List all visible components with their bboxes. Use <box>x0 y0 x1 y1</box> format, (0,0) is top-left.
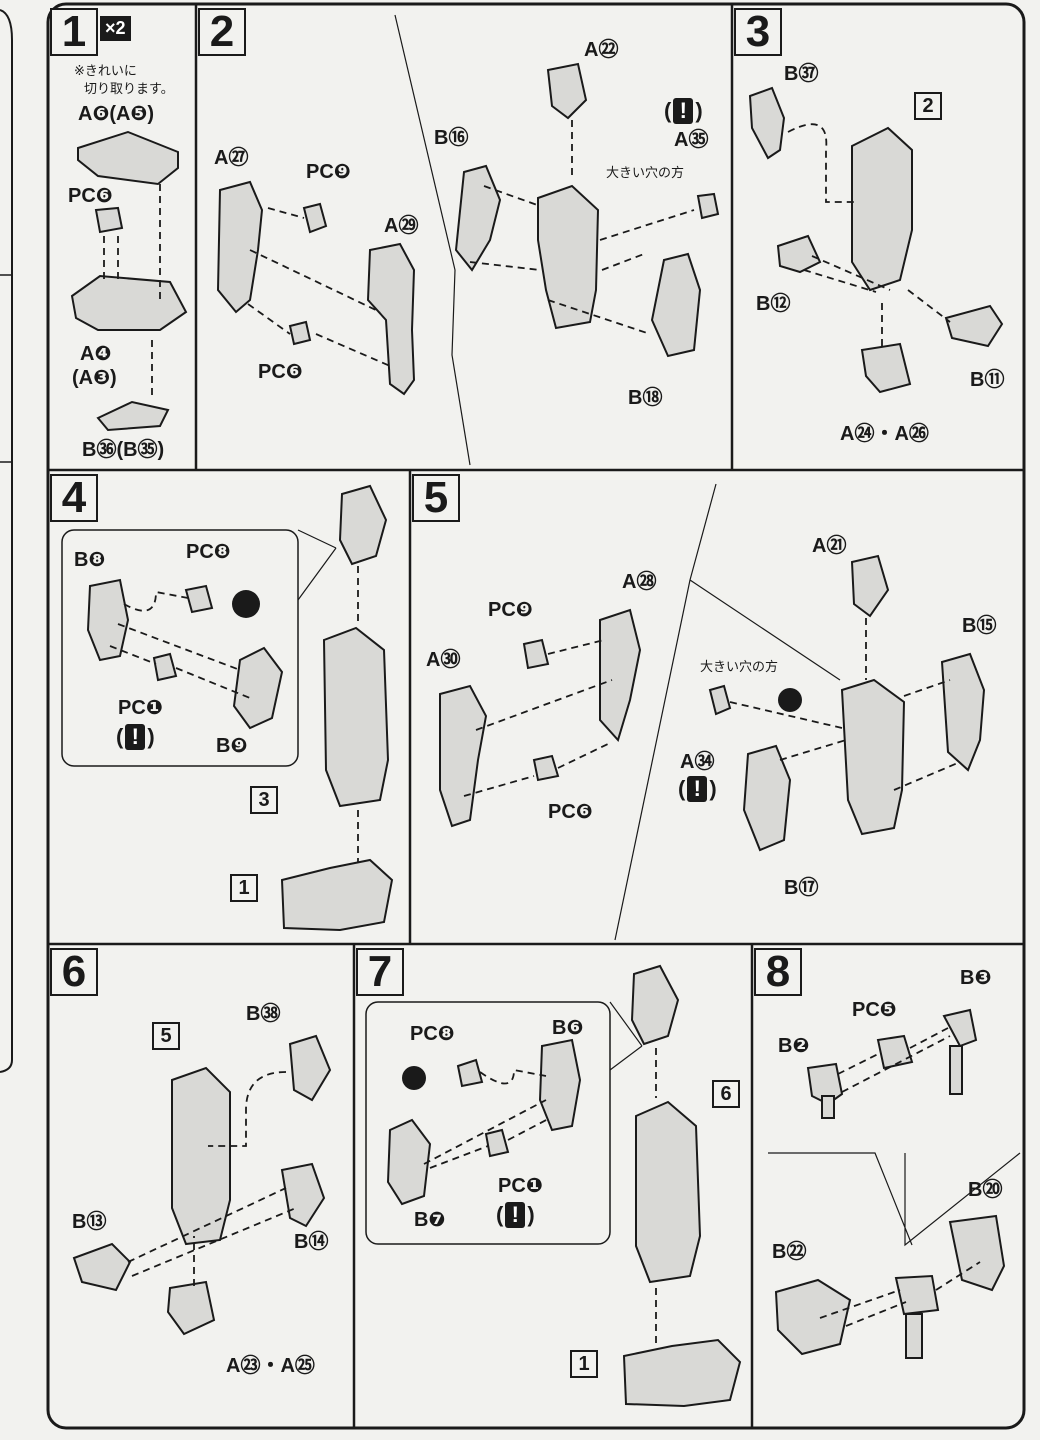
panel6-parts <box>72 1034 332 1336</box>
note-clean-cut-1: ※きれいに <box>74 63 137 78</box>
note-clean-cut-2: 切り取ります。 <box>84 81 174 96</box>
part-label-a27: A㉗ <box>214 147 249 169</box>
step-number-5: 5 <box>412 474 460 522</box>
part-label-pce: PC❺ <box>852 999 897 1021</box>
part-label-b8: B❽ <box>74 549 106 571</box>
step-ref-6: 6 <box>712 1080 740 1108</box>
part-label-pcj: PC❾ <box>306 161 351 183</box>
part-label-pcb-7: PC❽ <box>410 1023 455 1045</box>
part-label-b16: B⑯ <box>434 127 469 149</box>
part-label-a4: A❹ <box>80 343 112 365</box>
part-label-a3: (A❸) <box>72 367 117 389</box>
caution-mark-4: (!) <box>116 724 155 750</box>
part-label-pci-7: PC❶ <box>498 1175 543 1197</box>
panel-dividers <box>48 4 1024 1428</box>
step-ref-2: 2 <box>914 92 942 120</box>
step-number-4: 4 <box>50 474 98 522</box>
part-label-a28: A㉘ <box>622 571 657 593</box>
part-label-pci: PC❶ <box>118 697 163 719</box>
callout-box-4 <box>61 529 299 767</box>
part-label-pcf-5: PC❻ <box>548 801 593 823</box>
part-label-pcj-5: PC❾ <box>488 599 533 621</box>
part-label-a34: A㉞ <box>680 751 715 773</box>
panel1-parts <box>70 130 188 432</box>
part-label-b2: B❷ <box>778 1035 810 1057</box>
panel2-parts <box>216 62 720 396</box>
step-ref-3: 3 <box>250 786 278 814</box>
part-label-b36: B㊱(B㉟) <box>82 439 165 461</box>
part-label-a30: A㉚ <box>426 649 461 671</box>
panel7-parts <box>386 964 742 1408</box>
part-label-a24-a26: A㉔・A㉖ <box>840 423 929 445</box>
step-ref-1: 1 <box>230 874 258 902</box>
note-big-hole-2: 大きい穴の方 <box>606 165 685 180</box>
caution-mark-2: (!) <box>664 98 703 124</box>
part-label-b3: B❸ <box>960 967 992 989</box>
part-label-b7: B❼ <box>414 1209 446 1231</box>
step-number-7: 7 <box>356 948 404 996</box>
caution-mark-5: (!) <box>678 776 717 802</box>
step-number-8: 8 <box>754 948 802 996</box>
step-number-6: 6 <box>50 948 98 996</box>
callout-box-7 <box>365 1001 611 1245</box>
part-label-b14: B⑭ <box>294 1231 329 1253</box>
part-label-b17: B⑰ <box>784 877 819 899</box>
quantity-badge: ×2 <box>100 16 131 41</box>
part-label-b12: B⑫ <box>756 293 791 315</box>
sheet-frame <box>46 2 1026 1430</box>
step-number-3: 3 <box>734 8 782 56</box>
panel5-parts <box>439 554 986 852</box>
part-label-a21: A㉑ <box>812 535 847 557</box>
part-label-b37: B㊲ <box>784 63 819 85</box>
part-label-pcb: PC❽ <box>186 541 231 563</box>
caution-mark-7: (!) <box>496 1202 535 1228</box>
panel4-parts <box>86 484 394 932</box>
step-number-2: 2 <box>198 8 246 56</box>
part-label-a29: A㉙ <box>384 215 419 237</box>
part-label-pcf: PC❻ <box>258 361 303 383</box>
part-label-b22: B㉒ <box>772 1241 807 1263</box>
part-label-b9: B❾ <box>216 735 248 757</box>
part-label-b15: B⑮ <box>962 615 997 637</box>
part-label-a35: A㉟ <box>674 129 709 151</box>
step-number-1: 1 <box>50 8 98 56</box>
note-big-hole-5: 大きい穴の方 <box>700 659 779 674</box>
part-label-b13: B⑬ <box>72 1211 107 1233</box>
step-ref-1-7: 1 <box>570 1350 598 1378</box>
part-label-a23-a25: A㉓・A㉕ <box>226 1355 315 1377</box>
panel8-parts <box>774 1008 1006 1359</box>
margin-line <box>0 9 13 1073</box>
part-label-a22: A㉒ <box>584 39 619 61</box>
part-label-b6: B❻ <box>552 1017 584 1039</box>
step-ref-5: 5 <box>152 1022 180 1050</box>
part-label-b18: B⑱ <box>628 387 663 409</box>
part-label-pcc: PC❻ <box>68 185 113 207</box>
panel3-parts <box>748 86 1004 394</box>
part-label-b11: B⑪ <box>970 369 1005 391</box>
part-label-a6: A❻(A❺) <box>78 103 155 125</box>
part-label-b38: B㊳ <box>246 1003 281 1025</box>
part-label-b20: B⑳ <box>968 1179 1003 1201</box>
